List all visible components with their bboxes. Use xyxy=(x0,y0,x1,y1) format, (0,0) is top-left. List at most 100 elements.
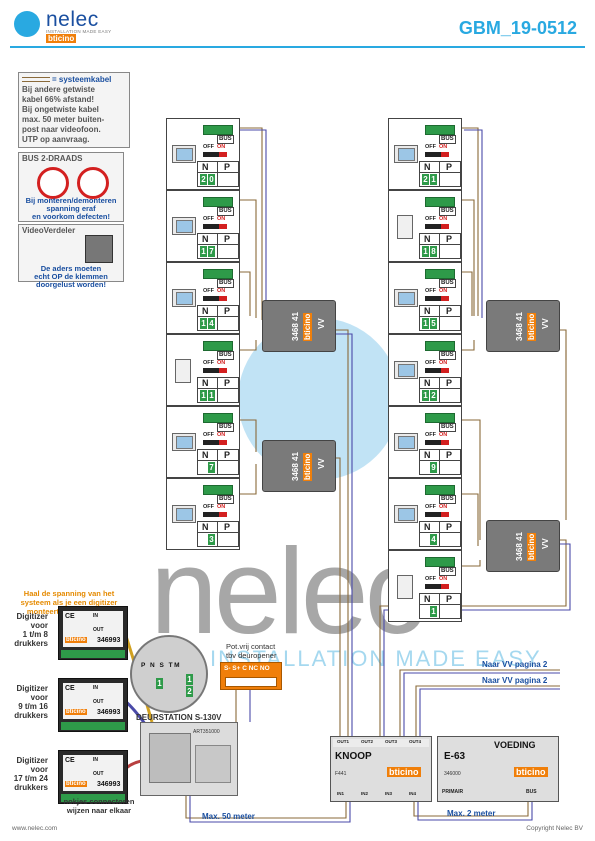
bus-label: BUS xyxy=(217,495,234,504)
knoop-title: KNOOP xyxy=(335,751,372,762)
power-bus-label: BUS xyxy=(526,789,537,795)
digitizer-terminal-strip xyxy=(61,650,125,658)
on-label: ON xyxy=(439,576,448,582)
ce-mark: CE xyxy=(65,613,75,620)
ce-mark: CE xyxy=(65,685,75,692)
bus-terminal-block xyxy=(203,485,233,495)
termination-switch xyxy=(203,152,227,157)
power-supply-title: VOEDING xyxy=(494,740,536,750)
bus-label: BUS xyxy=(217,423,234,432)
bus-terminal-block xyxy=(425,557,455,567)
np-divider xyxy=(198,172,238,173)
bus-label: BUS xyxy=(439,495,456,504)
np-divider xyxy=(439,522,440,546)
address-digit: 1 xyxy=(422,318,429,329)
video-monitor-icon xyxy=(394,361,418,379)
pot-contact-label: Pot.vrij contact tbv deuropener xyxy=(226,642,276,660)
zoom-digit: 1 xyxy=(186,674,193,685)
termination-switch xyxy=(203,440,227,445)
p-label: P xyxy=(224,378,231,388)
video-monitor-icon xyxy=(172,433,196,451)
address-digit: 1 xyxy=(200,318,207,329)
p-label: P xyxy=(446,234,453,244)
np-divider xyxy=(420,604,460,605)
on-label: ON xyxy=(217,360,226,366)
digitizer-label-line: 17 t/m 24 xyxy=(13,774,48,783)
legend-label: = systeemkabel xyxy=(52,75,112,84)
bus-terminal-block xyxy=(203,341,233,351)
termination-switch xyxy=(425,152,449,157)
on-label: ON xyxy=(439,432,448,438)
np-divider xyxy=(217,522,218,546)
n-label: N xyxy=(424,306,431,316)
on-label: ON xyxy=(439,504,448,510)
np-divider xyxy=(217,450,218,474)
p-label: P xyxy=(446,306,453,316)
footer-website: www.nelec.com xyxy=(12,825,58,832)
digitizer-label-line: Digitizer xyxy=(16,612,48,621)
termination-switch xyxy=(425,584,449,589)
np-divider xyxy=(420,316,460,317)
distributor-code: 3468 41 xyxy=(291,452,300,481)
nokjes-line: wijzen naar elkaar xyxy=(66,806,132,815)
pot-contact-screw-row xyxy=(225,677,277,687)
nokjes-line: nokjes connectoren xyxy=(63,797,135,806)
on-label: ON xyxy=(439,288,448,294)
distributor-brand: bticino xyxy=(303,312,312,341)
bus-terminal-block xyxy=(425,125,455,135)
np-divider xyxy=(439,162,440,186)
off-label: OFF xyxy=(203,144,214,150)
n-label: N xyxy=(424,162,431,172)
digitizer-label-line: 1 t/m 8 xyxy=(22,630,48,639)
cable-note-line: max. 50 meter buiten- xyxy=(22,115,105,124)
out-label: OUT xyxy=(93,627,104,633)
n-label: N xyxy=(424,522,431,532)
np-divider xyxy=(420,532,460,533)
logo-text: nelec xyxy=(46,8,99,31)
vv-warn-line: doorgelust worden! xyxy=(36,280,106,289)
in-label: IN xyxy=(93,685,98,691)
digitizer-label-line: Digitizer xyxy=(16,756,48,765)
ce-mark: CE xyxy=(65,757,75,764)
vv-title: VideoVerdeler xyxy=(22,226,76,235)
np-divider xyxy=(439,450,440,474)
terminal-zoom-detail xyxy=(130,635,208,713)
address-digit: 5 xyxy=(430,318,437,329)
on-label: ON xyxy=(217,288,226,294)
power-supply-model: E-63 xyxy=(444,751,466,762)
pot-contact-line: Pot.vrij contact xyxy=(226,642,276,651)
bus-label: BUS xyxy=(439,279,456,288)
power-supply-code: 346000 xyxy=(444,771,461,777)
distributor-brand: bticino xyxy=(527,312,536,341)
knoop-out-label: OUT2 xyxy=(361,739,374,744)
off-label: OFF xyxy=(203,288,214,294)
address-digit: 1 xyxy=(422,246,429,257)
knoop-out-label: OUT4 xyxy=(409,739,422,744)
on-label: ON xyxy=(439,144,448,150)
knoop-in-label: IN3 xyxy=(385,791,393,796)
np-divider xyxy=(198,460,238,461)
digitizer-code: 346993 xyxy=(97,781,121,788)
zoom-digit: 2 xyxy=(186,686,193,697)
address-digit: 1 xyxy=(200,246,207,257)
in-label: IN xyxy=(93,613,98,619)
video-monitor-icon xyxy=(394,289,418,307)
nokjes-note: nokjes connectoren wijzen naar elkaar xyxy=(54,797,144,815)
address-digit: 1 xyxy=(430,174,437,185)
bus-terminal-block xyxy=(203,125,233,135)
p-label: P xyxy=(446,522,453,532)
door-opener-contact: S- S+ C NC NO xyxy=(220,662,282,690)
cable-note-line: kabel 66% afstand! xyxy=(22,95,95,104)
termination-switch xyxy=(425,512,449,517)
doorbell-button-icon xyxy=(397,575,413,599)
system-cable-legend-line xyxy=(22,77,50,83)
address-digit: 8 xyxy=(430,246,437,257)
bus-label: BUS xyxy=(439,423,456,432)
